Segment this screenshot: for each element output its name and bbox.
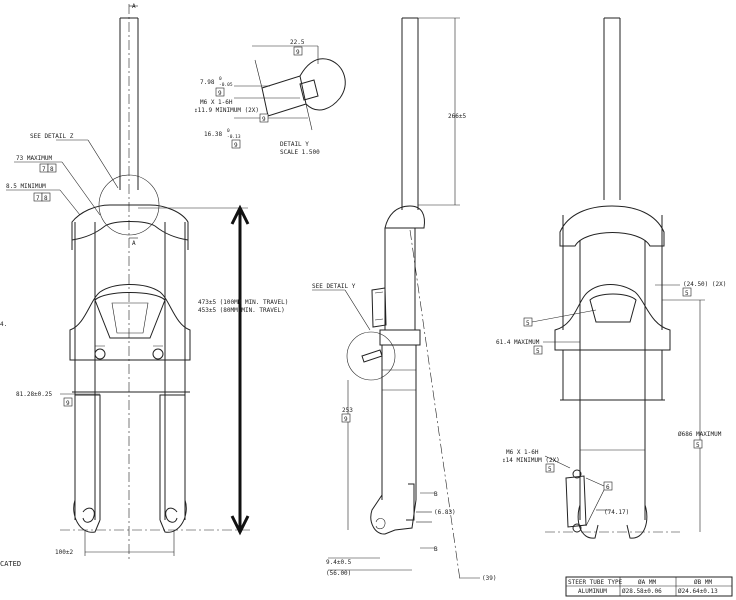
box-5b: 5 [526, 320, 530, 327]
detail-y-label: DETAIL Y [280, 141, 309, 148]
dim-9-4: 9.4±0.5 [326, 559, 352, 566]
box-8: 8 [50, 166, 54, 173]
steer-tube-table: STEER TUBE TYPE ØA MM ØB MM ALUMINUM Ø28… [565, 576, 733, 597]
box-8b: 8 [44, 195, 48, 202]
dim-56: (56.00) [326, 570, 351, 577]
section-a-top-label: A [132, 3, 136, 10]
see-detail-z-label: SEE DETAIL Z [30, 133, 74, 140]
dim-100: 100±2 [55, 549, 73, 556]
box-5a: 5 [685, 290, 689, 297]
dim-24-50: (24.50) (2X) [683, 281, 726, 288]
det-22-5: 22.5 [290, 39, 305, 46]
dim-81-28: 81.28±0.25 [16, 391, 53, 398]
travel-100-label: 473±5 (100MM MIN. TRAVEL) [198, 299, 288, 306]
section-a-mid-label: A [132, 240, 136, 247]
det-7-98-tol-top: 0 [219, 76, 222, 82]
box-9f: 9 [344, 416, 348, 423]
max-73-label: 73 MAXIMUM [16, 155, 53, 162]
box-9c: 9 [218, 90, 222, 97]
dim-39: (39) [482, 575, 496, 582]
side-view: 266±5 SEE DETAIL Y 253 9 B B (6.83) [312, 17, 496, 582]
det-7-98-tol-bot: -0.05 [219, 82, 233, 88]
det-16-38-tol-bot: -0.13 [227, 134, 241, 140]
box-9e: 9 [234, 142, 238, 149]
det-7-98: 7.98 [200, 79, 215, 86]
sec-b-top: B [434, 491, 438, 498]
dim-686: Ø686 MAXIMUM [678, 431, 722, 438]
table-cell-material: ALUMINUM [578, 588, 607, 595]
dim-6-83: (6.83) [434, 509, 456, 516]
r-m6: M6 X 1-6H [506, 449, 539, 456]
box-9b: 9 [296, 49, 300, 56]
box-9a: 9 [66, 400, 70, 407]
dim-266: 266±5 [448, 113, 466, 120]
det-m6: M6 X 1-6H [200, 99, 233, 106]
table-cell-a: Ø28.58±0.06 [622, 588, 662, 595]
box-5d: 5 [696, 442, 700, 449]
box-6: 6 [606, 484, 610, 491]
cated-label: CATED [0, 560, 21, 568]
travel-80-label: 453±5 (80MM MIN. TRAVEL) [198, 307, 285, 314]
dim-74-17: (74.17) [604, 509, 629, 516]
min-8-5-label: 8.5 MINIMUM [6, 183, 46, 190]
r-14: ↧14 MINIMUM (2X) [502, 457, 560, 464]
det-11-9: ↧11.9 MINIMUM (2X) [194, 107, 259, 114]
box-7b: 7 [36, 195, 40, 202]
det-16-38-tol-top: 0 [227, 128, 230, 134]
scale-label: SCALE 1.500 [280, 149, 320, 156]
detail-y: 22.5 9 7.98 0 -0.05 9 M6 X 1-6H ↧11.9 MI… [194, 39, 346, 156]
det-16-38: 16.38 [204, 131, 222, 138]
dim-253: 253 [342, 407, 353, 414]
table-header-b: ØB MM [694, 579, 712, 586]
box-9d: 9 [262, 116, 266, 123]
see-detail-y-label: SEE DETAIL Y [312, 283, 356, 290]
table-header-type: STEER TUBE TYPE [568, 579, 623, 586]
box-7: 7 [42, 166, 46, 173]
box-5e: 5 [548, 466, 552, 473]
box-5c: 5 [536, 348, 540, 355]
dim-61-4: 61.4 MAXIMUM [496, 339, 540, 346]
left-edge-label: 4. [0, 321, 7, 328]
sec-b-bot: B [434, 546, 438, 553]
table-cell-b: Ø24.64±0.13 [678, 588, 718, 595]
front-view: A A 81.28±0.25 9 [0, 3, 288, 568]
rear-view: Ø686 MAXIMUM 5 (24.50) (2X) 5 5 61.4 MAX… [496, 17, 726, 539]
table-header-a: ØA MM [638, 579, 656, 586]
